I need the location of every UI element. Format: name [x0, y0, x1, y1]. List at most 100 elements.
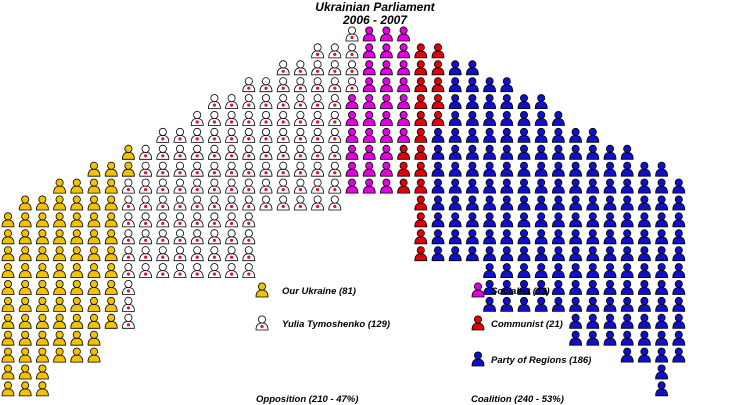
seat-party-of-regions [465, 127, 479, 143]
seat-party-of-regions [586, 144, 600, 160]
seat-party-of-regions [483, 212, 497, 228]
seat-party-of-regions [534, 161, 548, 177]
seat-socialist [379, 26, 393, 42]
seat-party-of-regions [603, 263, 617, 278]
seat-party-of-regions [655, 195, 669, 211]
seat-socialist [362, 43, 376, 59]
seat-party-of-regions [603, 212, 617, 228]
seat-party-of-regions [517, 212, 531, 228]
seat-our-ukraine [1, 229, 15, 245]
seat-socialist [397, 127, 411, 143]
seat-party-of-regions [672, 246, 686, 262]
seat-tymoshenko [311, 195, 325, 211]
seat-tymoshenko [207, 246, 221, 262]
legend-icon-communist [471, 315, 485, 331]
seat-party-of-regions [551, 111, 565, 126]
seat-our-ukraine [1, 364, 15, 380]
seat-party-of-regions [517, 296, 531, 312]
seat-party-of-regions [586, 127, 600, 143]
seat-tymoshenko [276, 77, 290, 93]
seat-tymoshenko [121, 178, 135, 194]
seat-our-ukraine [1, 347, 15, 363]
seat-tymoshenko [311, 178, 325, 194]
legend-icon-tymoshenko [255, 315, 269, 331]
seat-communist [431, 43, 445, 59]
seat-party-of-regions [534, 111, 548, 126]
seat-tymoshenko [293, 144, 307, 160]
seat-our-ukraine [18, 279, 32, 295]
seat-party-of-regions [620, 144, 634, 160]
seat-party-of-regions [517, 127, 531, 143]
seat-socialist [345, 127, 359, 143]
seat-party-of-regions [569, 313, 583, 329]
seat-tymoshenko [156, 178, 170, 194]
seat-our-ukraine [1, 246, 15, 262]
seat-party-of-regions [551, 229, 565, 245]
seat-party-of-regions [465, 195, 479, 211]
seat-tymoshenko [190, 144, 204, 160]
seat-tymoshenko [242, 144, 256, 160]
seat-communist [414, 246, 428, 262]
seat-party-of-regions [448, 60, 462, 76]
seat-party-of-regions [655, 212, 669, 228]
group-label-opposition: Opposition (210 - 47%) [256, 394, 359, 405]
seat-tymoshenko [121, 313, 135, 329]
seat-party-of-regions [569, 330, 583, 346]
seat-party-of-regions [431, 144, 445, 160]
legend-icon-our-ukraine [255, 282, 269, 298]
legend-label-tymoshenko: Yulia Tymoshenko (129) [282, 319, 391, 330]
seat-party-of-regions [500, 296, 514, 312]
seat-our-ukraine [87, 229, 101, 245]
seat-our-ukraine [53, 212, 67, 228]
seat-our-ukraine [1, 313, 15, 329]
seat-our-ukraine [104, 178, 118, 194]
seat-tymoshenko [328, 111, 342, 126]
seat-party-of-regions [586, 212, 600, 228]
seat-socialist [379, 111, 393, 126]
seat-socialist [362, 60, 376, 76]
seat-party-of-regions [534, 178, 548, 194]
seat-our-ukraine [87, 178, 101, 194]
seat-our-ukraine [87, 330, 101, 346]
seat-our-ukraine [87, 246, 101, 262]
seat-tymoshenko [190, 127, 204, 143]
seat-socialist [379, 77, 393, 93]
seat-socialist [379, 144, 393, 160]
seat-party-of-regions [586, 313, 600, 329]
seat-tymoshenko [190, 212, 204, 228]
chart-subtitle: 2006 - 2007 [342, 13, 408, 27]
seat-party-of-regions [620, 279, 634, 295]
legend-label-party-of-regions: Party of Regions (186) [491, 355, 592, 366]
seat-party-of-regions [465, 94, 479, 109]
seat-party-of-regions [500, 246, 514, 262]
seat-tymoshenko [190, 263, 204, 278]
seat-party-of-regions [465, 212, 479, 228]
seat-tymoshenko [242, 263, 256, 278]
seat-our-ukraine [104, 296, 118, 312]
seat-tymoshenko [328, 94, 342, 109]
seat-party-of-regions [655, 347, 669, 363]
seat-party-of-regions [620, 263, 634, 278]
seat-tymoshenko [121, 195, 135, 211]
seat-tymoshenko [207, 212, 221, 228]
chart-title: Ukrainian Parliament [315, 0, 435, 14]
seat-party-of-regions [637, 246, 651, 262]
seat-communist [414, 94, 428, 109]
seat-tymoshenko [311, 77, 325, 93]
seat-our-ukraine [18, 212, 32, 228]
seat-tymoshenko [276, 178, 290, 194]
seat-party-of-regions [672, 195, 686, 211]
seat-our-ukraine [104, 229, 118, 245]
seat-our-ukraine [70, 263, 84, 278]
seat-tymoshenko [225, 212, 239, 228]
seat-tymoshenko [207, 144, 221, 160]
seat-party-of-regions [586, 263, 600, 278]
seat-party-of-regions [483, 296, 497, 312]
seat-our-ukraine [18, 330, 32, 346]
seat-tymoshenko [328, 77, 342, 93]
seat-party-of-regions [517, 279, 531, 295]
seat-party-of-regions [672, 313, 686, 329]
seat-tymoshenko [139, 212, 153, 228]
seat-party-of-regions [500, 111, 514, 126]
seat-communist [414, 43, 428, 59]
